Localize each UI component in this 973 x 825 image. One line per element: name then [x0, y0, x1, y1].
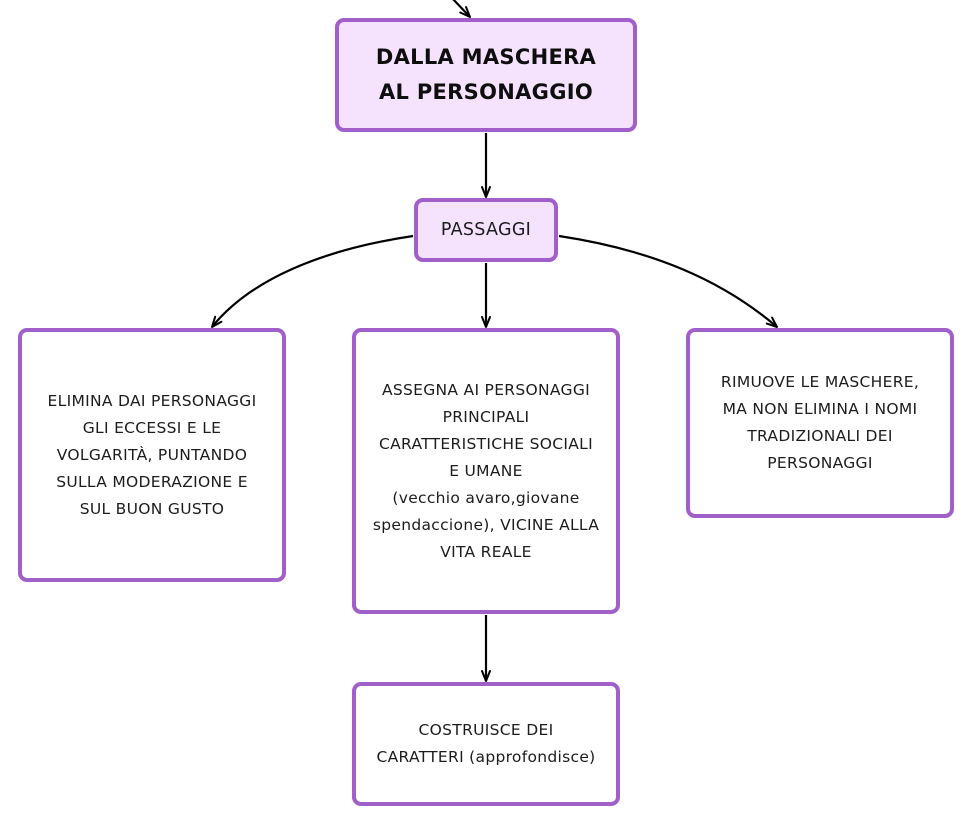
eliminates-excesses-label: ELIMINA DAI PERSONAGGI GLI ECCESSI E LE … [47, 391, 257, 518]
removes-masks-node: RIMUOVE LE MASCHERE, MA NON ELIMINA I NO… [686, 328, 954, 518]
title-node-label: DALLA MASCHERA AL PERSONAGGIO [375, 45, 597, 104]
passaggi-node: PASSAGGI [414, 198, 558, 262]
passaggi-node-label: PASSAGGI [440, 219, 532, 240]
builds-characters-node: COSTRUISCE DEI CARATTERI (approfondisce) [352, 682, 620, 806]
edge-hub-to-right [558, 234, 778, 328]
builds-characters-label: COSTRUISCE DEI CARATTERI (approfondisce) [376, 721, 596, 766]
eliminates-excesses-node: ELIMINA DAI PERSONAGGI GLI ECCESSI E LE … [18, 328, 286, 582]
assigns-characteristics-node: ASSEGNA AI PERSONAGGI PRINCIPALI CARATTE… [352, 328, 620, 614]
assigns-characteristics-label: ASSEGNA AI PERSONAGGI PRINCIPALI CARATTE… [372, 380, 600, 561]
title-node: DALLA MASCHERA AL PERSONAGGIO [335, 18, 637, 132]
edge-offscreen-to-title [452, 0, 471, 18]
edge-hub-to-left [211, 234, 414, 328]
removes-masks-label: RIMUOVE LE MASCHERE, MA NON ELIMINA I NO… [720, 373, 920, 472]
